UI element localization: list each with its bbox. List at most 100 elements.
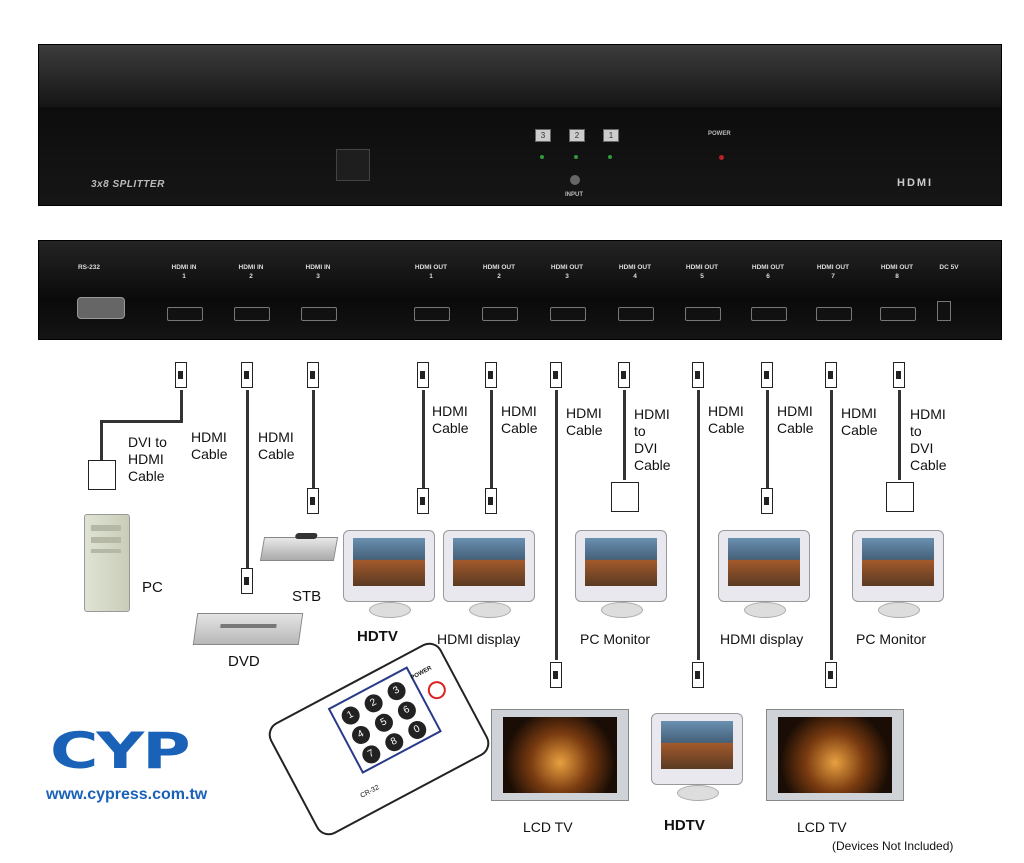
input-button-1[interactable]: 1 bbox=[603, 129, 619, 142]
hdmi-plug-out3 bbox=[550, 362, 562, 388]
hdmi-plug-out6 bbox=[761, 362, 773, 388]
hdmi-out-2-port bbox=[482, 307, 518, 321]
hdmi-display-2-image bbox=[718, 530, 810, 618]
hdmi-brand-logo: HDMI bbox=[897, 177, 934, 189]
hdmi-in-3-port bbox=[301, 307, 337, 321]
remote-power-button[interactable] bbox=[424, 677, 449, 703]
hdmi-out-3-port bbox=[550, 307, 586, 321]
front-top-bevel bbox=[39, 45, 1001, 107]
lcd-tv-1-image bbox=[491, 709, 629, 805]
rs232-label: RS-232 bbox=[77, 264, 101, 271]
hdmi-plug-out7 bbox=[825, 362, 837, 388]
stb-image bbox=[259, 533, 339, 561]
model-label: 3x8 SPLITTER bbox=[91, 179, 165, 190]
splitter-front-panel: 3 2 1 POWER INPUT 3x8 SPLITTER HDMI bbox=[38, 44, 1002, 206]
cable-in1-down bbox=[100, 420, 103, 460]
devices-not-included-note: (Devices Not Included) bbox=[832, 839, 954, 853]
hdmi-out-8-port bbox=[880, 307, 916, 321]
hdmi-in-1-port bbox=[167, 307, 203, 321]
input-button-2[interactable]: 2 bbox=[569, 129, 585, 142]
input-button-3[interactable]: 3 bbox=[535, 129, 551, 142]
hdmi-plug-out5 bbox=[692, 362, 704, 388]
website-url[interactable]: www.cypress.com.tw bbox=[46, 786, 208, 803]
remote-power-label: POWER bbox=[410, 665, 433, 682]
lcd-tv-2-image bbox=[766, 709, 904, 805]
hdmi-out-7-port bbox=[816, 307, 852, 321]
hdmi-out-4-port bbox=[618, 307, 654, 321]
remote-model-label: CR-32 bbox=[359, 784, 381, 800]
hdmi-plug-in3 bbox=[307, 362, 319, 388]
pc-monitor-2-label: PC Monitor bbox=[856, 631, 927, 647]
cable-out7 bbox=[830, 390, 833, 660]
hdmi-plug-dvd bbox=[241, 568, 253, 594]
pc-monitor-2-image bbox=[852, 530, 944, 618]
pc-label: PC bbox=[142, 579, 163, 596]
dc-power-jack bbox=[937, 301, 951, 321]
cable-out6 bbox=[766, 390, 769, 490]
cable-in1-bend bbox=[100, 420, 183, 423]
hdmi-plug-hdtv2 bbox=[692, 662, 704, 688]
pc-monitor-1-image bbox=[575, 530, 667, 618]
cable-out2 bbox=[490, 390, 493, 490]
cable-in1 bbox=[180, 390, 183, 422]
hdmi-plug-in2 bbox=[241, 362, 253, 388]
remote-key-6[interactable]: 6 bbox=[394, 698, 420, 723]
dvd-label: DVD bbox=[228, 653, 260, 670]
hdmi-plug-lcd2 bbox=[825, 662, 837, 688]
input-led-1 bbox=[608, 155, 612, 159]
hdtv-1-label: HDTV bbox=[357, 628, 398, 645]
hdmi-out-5-port bbox=[685, 307, 721, 321]
hdmi-plug-display2 bbox=[761, 488, 773, 514]
lcd-tv-2-label: LCD TV bbox=[797, 819, 847, 835]
hdmi-in-2-port bbox=[234, 307, 270, 321]
dvi-plug-monitor1 bbox=[611, 482, 639, 512]
ir-receiver-window bbox=[336, 149, 370, 181]
power-label: POWER bbox=[708, 131, 731, 137]
remote-key-5[interactable]: 5 bbox=[371, 710, 397, 735]
dvi-plug-monitor2 bbox=[886, 482, 914, 512]
remote-control: 1 2 3 4 5 6 7 8 0 POWER CR-32 bbox=[263, 637, 495, 841]
hdmi-plug-out2 bbox=[485, 362, 497, 388]
hdmi-plug-lcd1 bbox=[550, 662, 562, 688]
input-label: INPUT bbox=[565, 192, 583, 198]
cyp-logo: CYP bbox=[50, 722, 191, 780]
hdmi-display-1-image bbox=[443, 530, 535, 618]
hdmi-display-1-label: HDMI display bbox=[437, 631, 521, 647]
hdmi-plug-in1 bbox=[175, 362, 187, 388]
hdmi-display-2-label: HDMI display bbox=[720, 631, 804, 647]
input-led-3 bbox=[540, 155, 544, 159]
dvi-plug-pc bbox=[88, 460, 116, 490]
cable-out4 bbox=[623, 390, 626, 480]
input-select-button[interactable] bbox=[570, 175, 580, 185]
hdtv-2-label: HDTV bbox=[664, 817, 705, 834]
pc-monitor-1-label: PC Monitor bbox=[580, 631, 651, 647]
hdmi-plug-out4 bbox=[618, 362, 630, 388]
cable-out3 bbox=[555, 390, 558, 660]
pc-tower-image bbox=[84, 514, 130, 612]
rs232-port bbox=[77, 297, 125, 319]
input-led-2 bbox=[574, 155, 578, 159]
lcd-tv-1-label: LCD TV bbox=[523, 819, 573, 835]
hdmi-out-6-port bbox=[751, 307, 787, 321]
cable-out5 bbox=[697, 390, 700, 660]
stb-label: STB bbox=[292, 588, 322, 605]
